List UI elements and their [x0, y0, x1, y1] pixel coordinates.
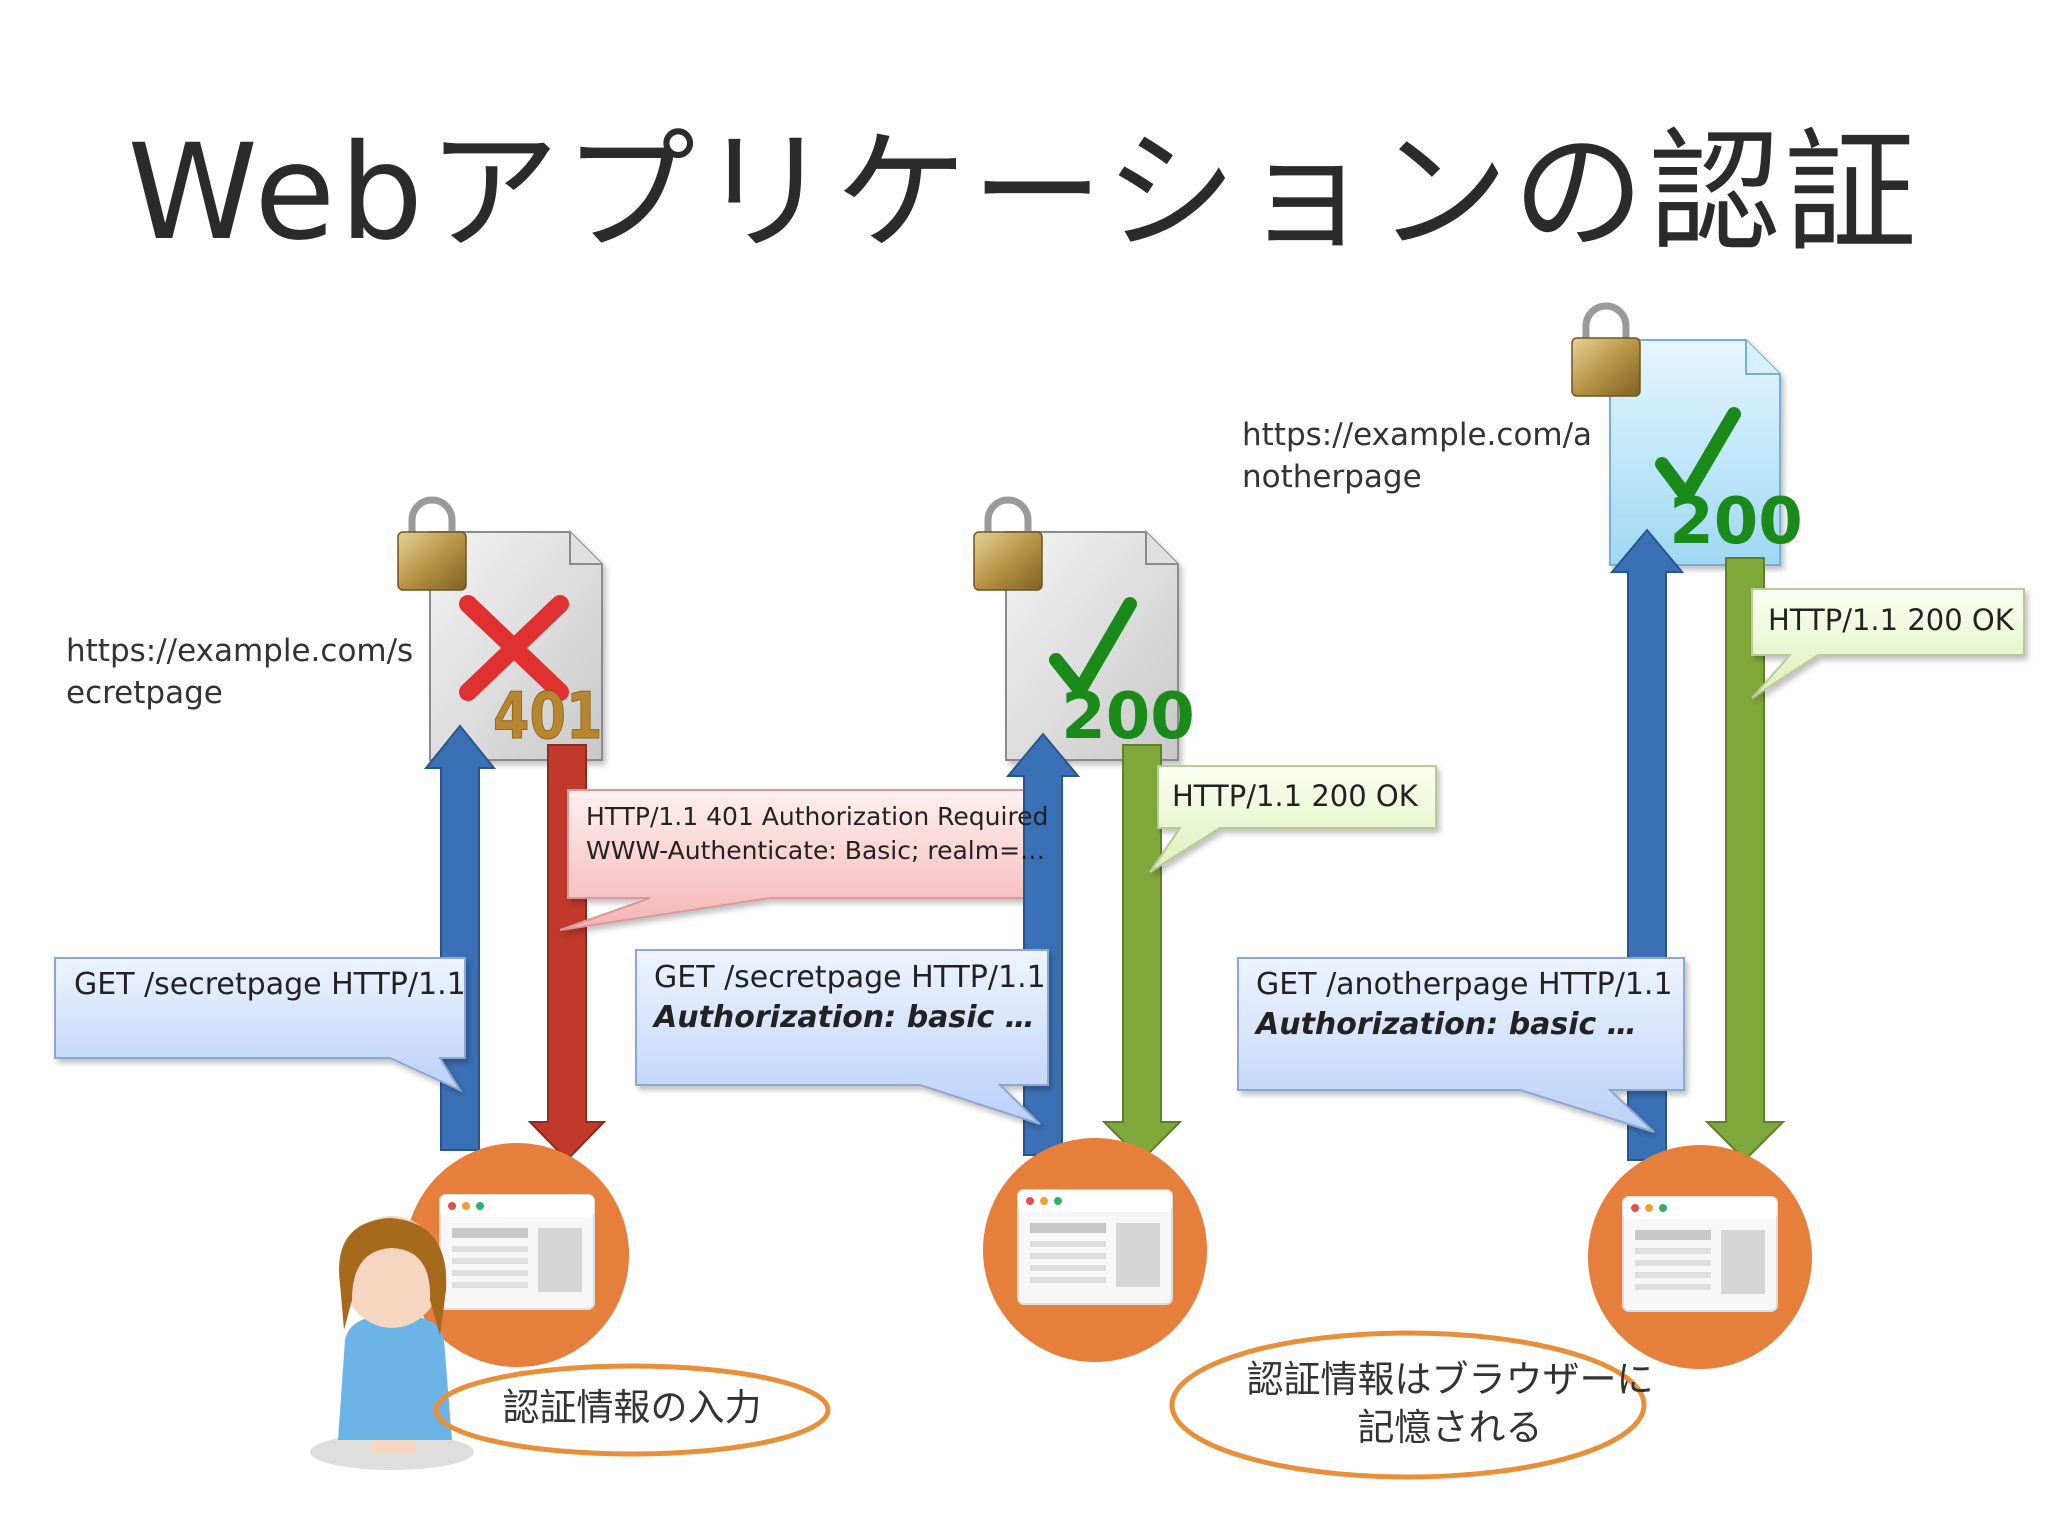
response-text-200: HTTP/1.1 200 OK [1768, 600, 2014, 640]
success-check-icon [1655, 407, 1741, 503]
response-header-line: WWW-Authenticate: Basic; realm=… [586, 836, 1046, 865]
document-page-icon [1609, 339, 1781, 566]
status-code-200: 200 [1061, 680, 1195, 754]
panel-2: 200 [635, 496, 1647, 1480]
response-text-200: HTTP/1.1 200 OK [1172, 776, 1418, 816]
request-text-2: GET /secretpage HTTP/1.1 Authorization: … [654, 958, 1046, 1038]
panel-3: 200 [1237, 302, 2025, 1369]
request-callout-2 [635, 949, 1049, 1125]
browser-icon[interactable] [1588, 1145, 1812, 1369]
note-ring-2 [1169, 1330, 1647, 1480]
request-callout-1 [54, 957, 466, 1093]
request-line: GET /secretpage HTTP/1.1 [654, 960, 1046, 995]
user-avatar-icon [310, 1216, 474, 1470]
status-code-200: 200 [1669, 485, 1803, 559]
padlock-icon [397, 496, 467, 591]
url-label-3: https://example.com/a notherpage [1242, 417, 1593, 495]
note-ring-1 [433, 1363, 831, 1457]
padlock-icon [973, 496, 1043, 591]
request-text-3: GET /anotherpage HTTP/1.1 Authorization:… [1256, 965, 1673, 1045]
authorization-header-line: Authorization: basic … [1256, 1007, 1637, 1042]
note-enter-credentials: 認証情報の入力 [502, 1386, 762, 1429]
note-credentials-remembered: 認証情報はブラウザーに 記憶される [1246, 1358, 1654, 1449]
success-check-icon [1049, 597, 1137, 697]
authorization-header-line: Authorization: basic … [654, 1000, 1035, 1035]
fail-x-icon [459, 595, 569, 701]
request-text-1: GET /secretpage HTTP/1.1 [74, 965, 466, 1005]
browser-icon[interactable] [405, 1143, 629, 1367]
response-text-401: HTTP/1.1 401 Authorization Required WWW-… [586, 800, 1048, 868]
request-line: GET /anotherpage HTTP/1.1 [1256, 967, 1673, 1002]
browser-icon[interactable] [983, 1138, 1207, 1362]
panel-1: 401 [54, 496, 1037, 1470]
status-code-401: 401 [493, 679, 603, 753]
response-status-line: HTTP/1.1 200 OK [1768, 603, 2014, 637]
response-callout-200 [1149, 765, 1437, 873]
page-title: Webアプリケーションの認証 [127, 116, 1921, 270]
url-label-1: https://example.com/s ecretpage [66, 633, 414, 711]
padlock-icon [1571, 302, 1641, 397]
response-status-line: HTTP/1.1 200 OK [1172, 779, 1418, 813]
document-page-icon [1005, 531, 1179, 761]
request-arrow-up [423, 724, 497, 1151]
response-callout-200 [1751, 588, 2025, 699]
request-line: GET /secretpage HTTP/1.1 [74, 967, 466, 1002]
request-callout-3 [1237, 957, 1685, 1133]
response-status-line: HTTP/1.1 401 Authorization Required [586, 802, 1049, 831]
